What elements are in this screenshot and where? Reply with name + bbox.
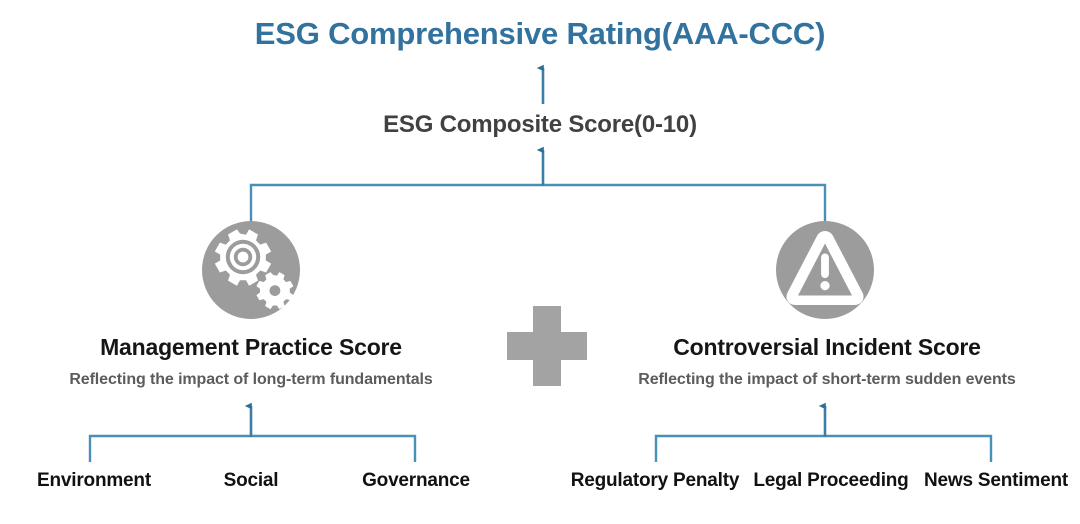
leaf-label-social: Social — [223, 470, 279, 491]
branch-subtitle-controversial-incident: Reflecting the impact of short-term sudd… — [638, 371, 1016, 388]
bracket-left-leaves — [88, 434, 417, 462]
leaf-label-governance: Governance — [362, 470, 470, 491]
leaf-label-environment: Environment — [37, 470, 151, 491]
branch-title-management-practice: Management Practice Score — [100, 334, 402, 360]
page-title: ESG Comprehensive Rating(AAA-CCC) — [254, 16, 826, 51]
branch-title-controversial-incident: Controversial Incident Score — [673, 334, 981, 360]
leaf-label-regulatory-penalty: Regulatory Penalty — [570, 470, 740, 491]
gears-icon — [202, 221, 300, 319]
warning-triangle-icon — [776, 221, 874, 319]
plus-operator-icon — [507, 306, 587, 386]
bracket-right-leaves — [654, 434, 993, 462]
leaf-label-legal-proceeding: Legal Proceeding — [753, 470, 909, 491]
bracket-branches-to-composite — [249, 183, 827, 224]
leaf-label-news-sentiment: News Sentiment — [924, 470, 1068, 491]
composite-score-label: ESG Composite Score(0-10) — [383, 111, 697, 138]
branch-subtitle-management-practice: Reflecting the impact of long-term funda… — [69, 371, 433, 388]
